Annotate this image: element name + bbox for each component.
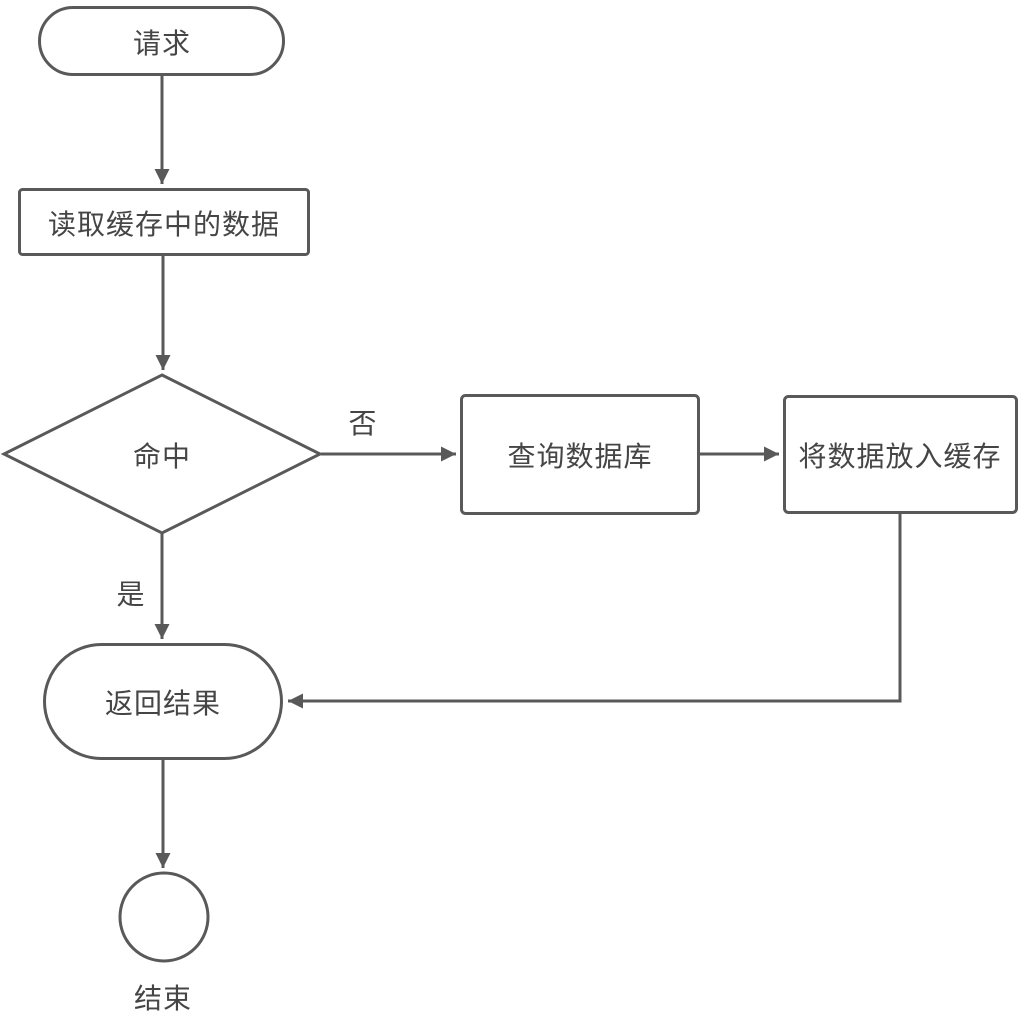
start-node-label: 请求 xyxy=(132,28,192,59)
read-cache-node-label: 读取缓存中的数据 xyxy=(47,209,281,240)
return-node-label: 返回结果 xyxy=(104,688,222,719)
decision-node-label: 命中 xyxy=(132,441,192,472)
read-cache-node-shape xyxy=(18,188,310,256)
start-node-shape xyxy=(38,6,285,76)
decision-node-shape xyxy=(0,373,324,535)
edge-label-yes: 是 xyxy=(116,579,146,610)
put-cache-node-label: 将数据放入缓存 xyxy=(798,441,1002,472)
put-cache-node-shape xyxy=(783,395,1018,514)
end-node-circle xyxy=(118,871,210,963)
query-db-node-label: 查询数据库 xyxy=(507,441,653,472)
edge-put-cache-to-return xyxy=(288,514,902,709)
return-node-shape xyxy=(43,643,283,760)
end-node-label: 结束 xyxy=(133,983,193,1014)
query-db-node-shape xyxy=(460,394,700,515)
edge-label-no: 否 xyxy=(348,408,378,439)
